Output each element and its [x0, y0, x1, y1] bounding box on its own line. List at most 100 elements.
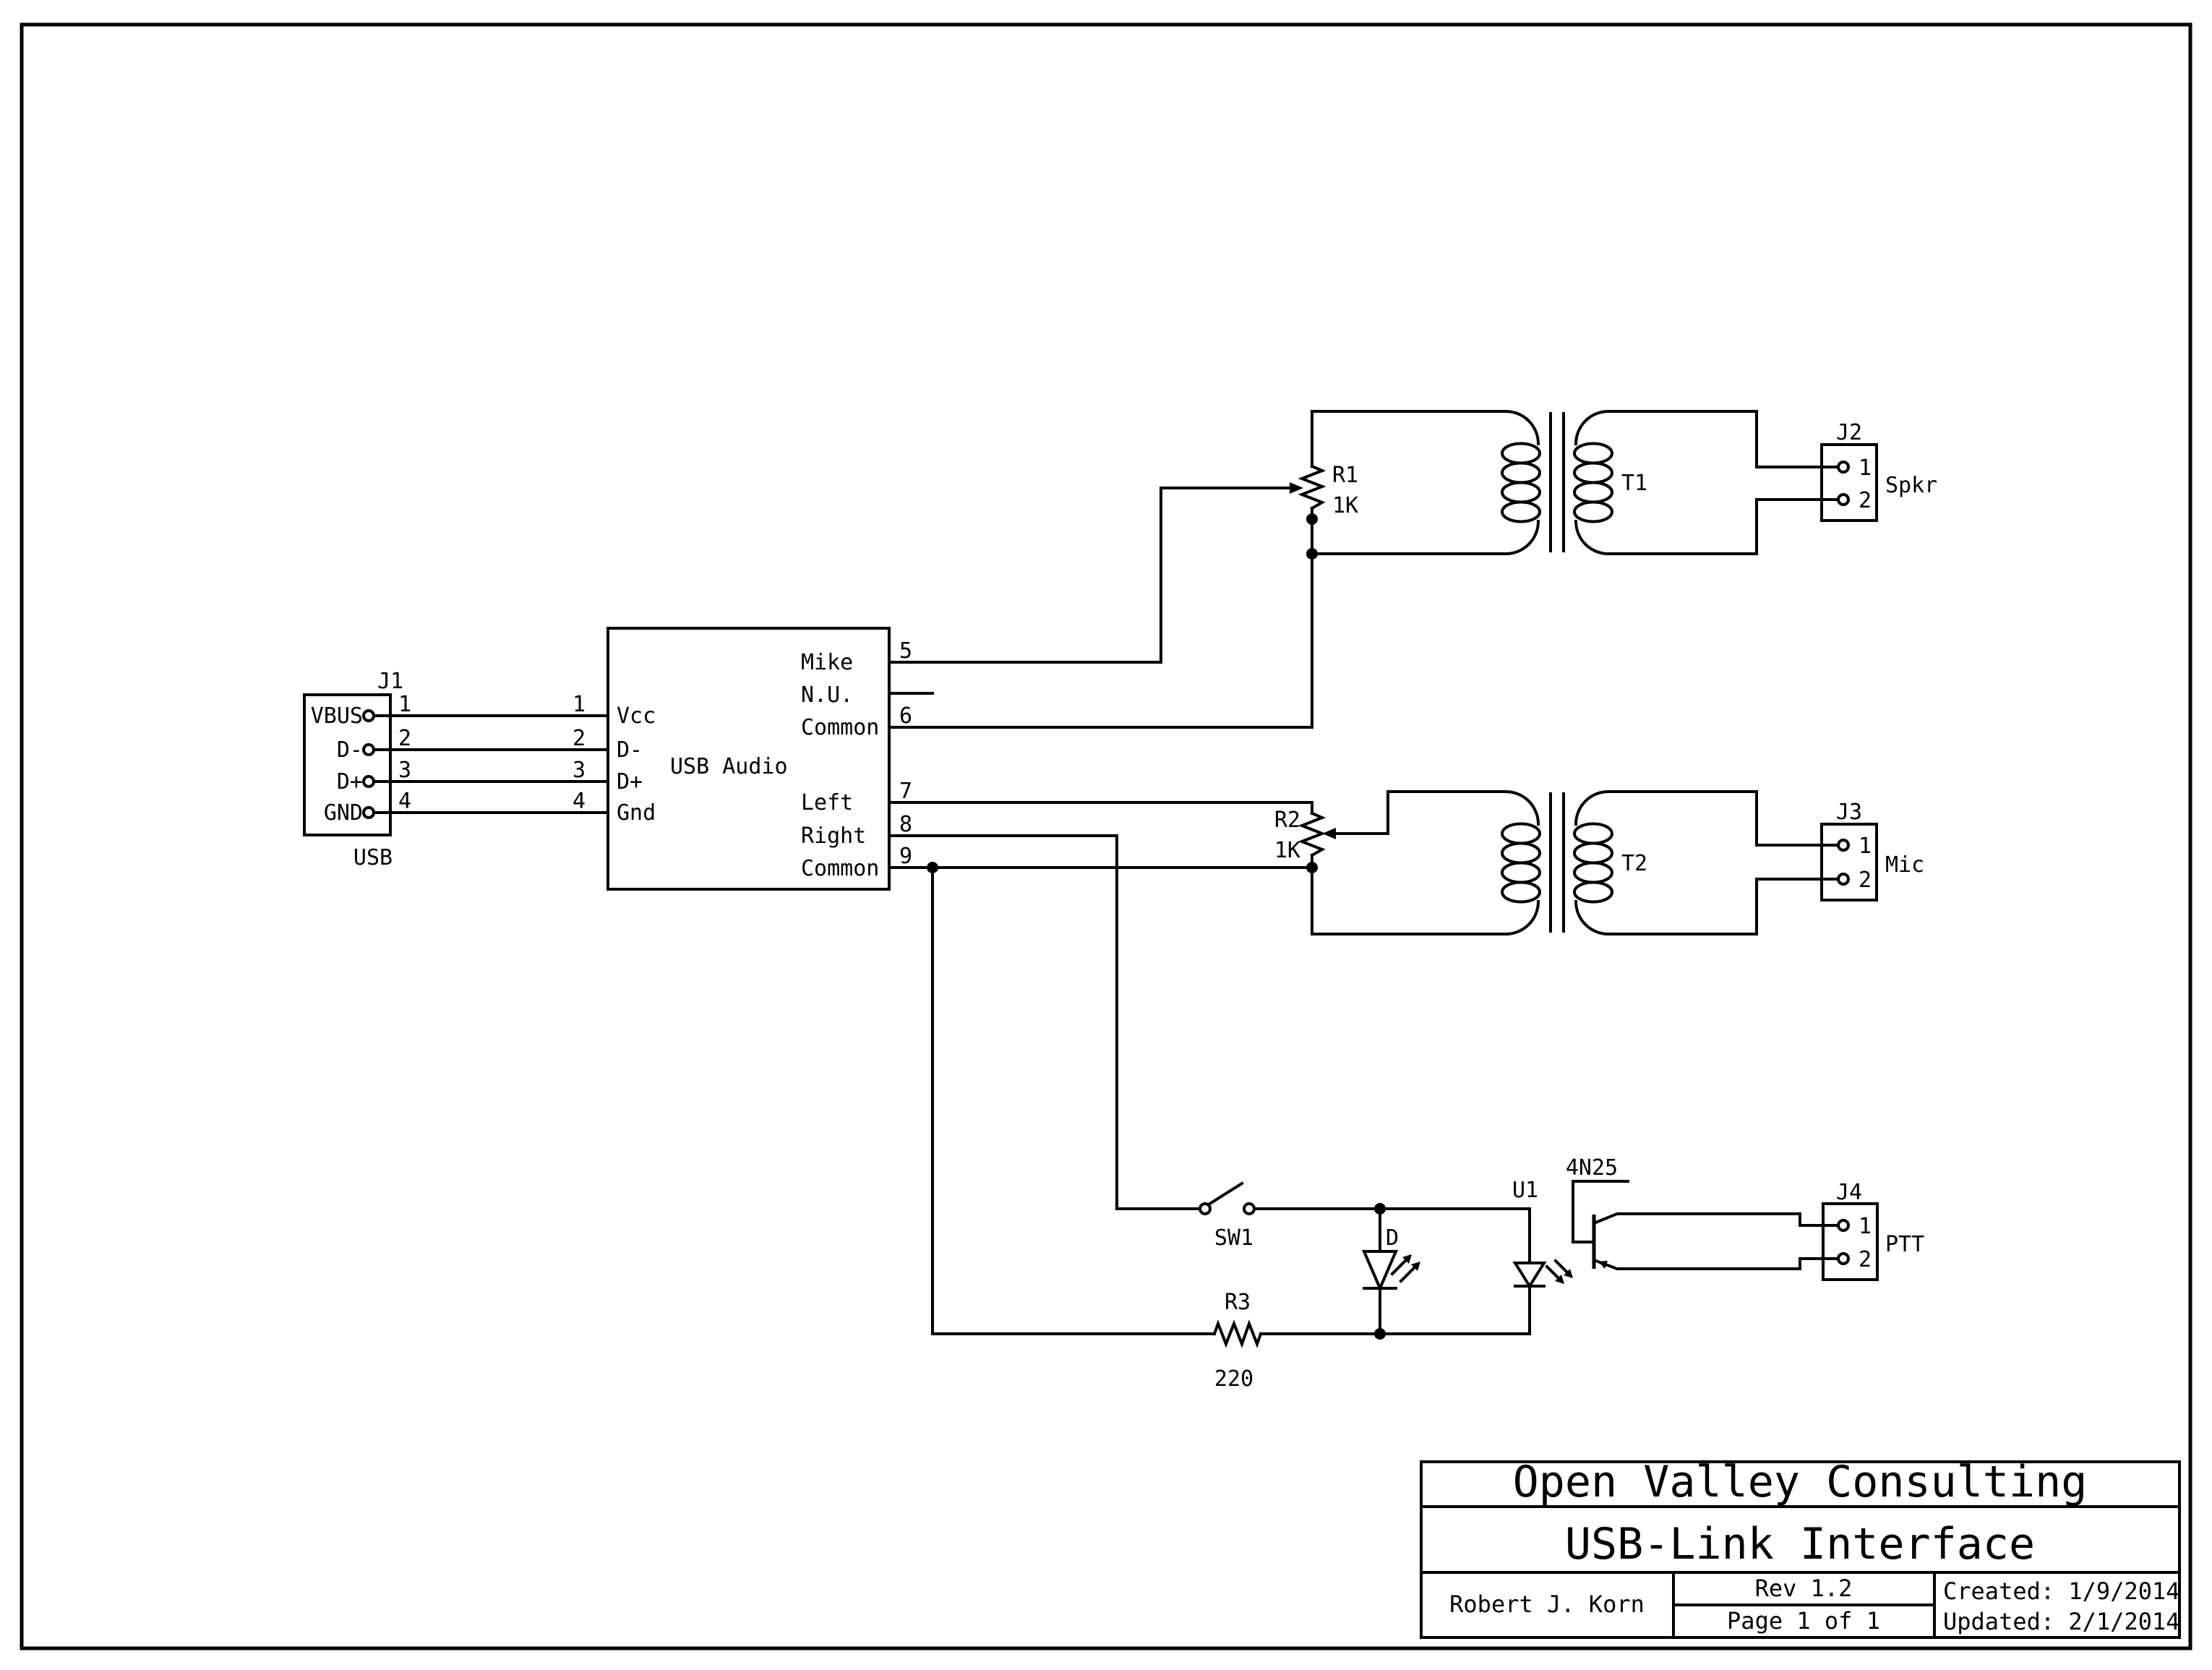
j3-refdes: J3	[1836, 800, 1862, 825]
t1-coil-loop	[1501, 461, 1541, 484]
t1-secondary-bottom	[1574, 498, 1840, 555]
junction-dot	[1306, 513, 1318, 525]
j2-pin1-circle	[1837, 461, 1850, 474]
t2-coil-loop	[1501, 842, 1541, 865]
author-name: Robert J. Korn	[1449, 1590, 1645, 1618]
j3-pin1-circle	[1837, 839, 1850, 852]
drawing-title: USB-Link Interface	[1565, 1519, 2035, 1570]
usb-audio-body	[606, 627, 891, 891]
title-block: Open Valley Consulting USB-Link Interfac…	[1420, 1457, 2181, 1639]
j1-pin2-circle	[362, 743, 375, 756]
ua-pin7-number: 7	[899, 779, 912, 804]
u1-base-stub	[1572, 1180, 1629, 1243]
ua-nu-label: N.U.	[801, 682, 853, 708]
ua-pin2-number: 2	[573, 726, 586, 751]
t2-refdes: T2	[1621, 851, 1647, 876]
t2-coil-loop	[1573, 822, 1613, 845]
t2-coil-loop	[1501, 822, 1541, 845]
ua-pin8-number: 8	[899, 812, 912, 837]
t1-coil-loop	[1501, 500, 1541, 523]
r2-zigzag	[1298, 811, 1326, 857]
t1-primary-bottom	[1311, 519, 1540, 555]
led-refdes: D	[1386, 1225, 1399, 1251]
t2-coil-loop	[1573, 861, 1613, 884]
junction-dot	[927, 862, 938, 873]
sheet-border	[20, 22, 2192, 1650]
j4-body	[1822, 1202, 1879, 1281]
t2-coil-loop	[1501, 861, 1541, 884]
ua-mike-label: Mike	[801, 650, 853, 675]
j4-pin2-circle	[1837, 1252, 1850, 1265]
connector-j4-ptt: J4 1 2 PTT	[1822, 1180, 1924, 1281]
ua-pin3-label: D+	[617, 769, 643, 795]
ua-pin4-label: Gnd	[617, 800, 656, 826]
usb-audio-name: USB Audio	[670, 754, 788, 779]
ua-pin1-label: Vcc	[617, 703, 656, 729]
u1-part-number: 4N25	[1566, 1155, 1618, 1181]
sw1-pole-circle	[1199, 1202, 1212, 1215]
transformer-t2: T2	[1311, 790, 1840, 935]
connector-j1-usb: J1 USB VBUS D- D+ GND 1 2 3 4	[303, 669, 411, 870]
j4-pin1-circle	[1837, 1219, 1850, 1232]
t1-coil-loop	[1573, 500, 1613, 523]
r2-wiper-wire	[1332, 790, 1389, 835]
r3-refdes: R3	[1225, 1290, 1251, 1315]
sw1-throw-circle	[1243, 1202, 1256, 1215]
u1-emitter-arrow-icon	[1598, 1261, 1608, 1269]
t1-coil-loop	[1573, 461, 1613, 484]
ua-common1-label: Common	[801, 715, 879, 740]
company-name: Open Valley Consulting	[1513, 1457, 2088, 1507]
connector-j2-spkr: J2 1 2 Spkr	[1820, 420, 1937, 522]
usb-bus-wires	[372, 714, 609, 814]
j3-pin2-circle	[1837, 873, 1850, 886]
ua-pin6-number: 6	[899, 703, 912, 729]
t2-secondary-bottom	[1574, 878, 1840, 935]
j2-refdes: J2	[1836, 420, 1862, 445]
t2-primary-top	[1386, 790, 1540, 826]
ua-pin4-number: 4	[573, 789, 586, 814]
updated-date: Updated: 2/1/2014	[1943, 1608, 2180, 1635]
ua-right-label: Right	[801, 823, 866, 849]
j1-pin2-label: D-	[337, 737, 363, 763]
r2-wiper-arrow-icon	[1322, 828, 1336, 839]
j1-pin3-label: D+	[337, 769, 363, 795]
transformer-t1: T1	[1311, 410, 1840, 555]
j4-pin1-number: 1	[1859, 1214, 1872, 1239]
usb-audio-module: USB Audio Vcc D- D+ Gnd 1 2 3 4 Mike N.U…	[573, 627, 934, 891]
junction-dot	[1306, 862, 1318, 873]
t1-coil-loop	[1501, 442, 1541, 465]
potentiometer-r1: R1 1K	[1290, 410, 1358, 560]
r2-value: 1K	[1274, 838, 1300, 863]
r1-refdes: R1	[1332, 463, 1358, 488]
t2-coil-loop	[1501, 881, 1541, 904]
ua-pin9-number: 9	[899, 844, 912, 869]
t1-coil-loop	[1501, 481, 1541, 504]
wire-mike	[888, 487, 1293, 664]
j2-label: Spkr	[1885, 473, 1937, 498]
created-date: Created: 1/9/2014	[1943, 1577, 2180, 1605]
u1-led-triangle-icon	[1512, 1262, 1547, 1289]
wire-common-top	[888, 552, 1313, 729]
signal-wires	[888, 487, 1313, 1335]
j1-refdes: J1	[377, 669, 403, 694]
j1-name: USB	[353, 845, 393, 870]
led-emission-arrowhead-icon	[1411, 1262, 1420, 1271]
led-d: D	[1361, 1203, 1420, 1340]
ua-left-label: Left	[801, 790, 853, 815]
ua-common2-label: Common	[801, 856, 879, 881]
ua-pin2-label: D-	[617, 737, 643, 763]
j2-pin2-number: 2	[1859, 488, 1872, 513]
sw1-blade	[1206, 1181, 1244, 1207]
u1-collector-wire	[1592, 1212, 1840, 1227]
j3-pin1-number: 1	[1859, 834, 1872, 859]
u1-emitter-wire	[1592, 1257, 1840, 1270]
potentiometer-r2: R2 1K	[1274, 790, 1389, 935]
u1-light-arrowhead-icon	[1555, 1275, 1564, 1284]
t1-coil-loop	[1573, 481, 1613, 504]
t1-coil-loop	[1573, 442, 1613, 465]
page-label: Page 1 of 1	[1727, 1607, 1880, 1635]
j3-body	[1820, 823, 1878, 902]
t2-secondary-top	[1574, 790, 1840, 847]
junction-dot	[1374, 1203, 1386, 1215]
t1-refdes: T1	[1621, 471, 1647, 496]
